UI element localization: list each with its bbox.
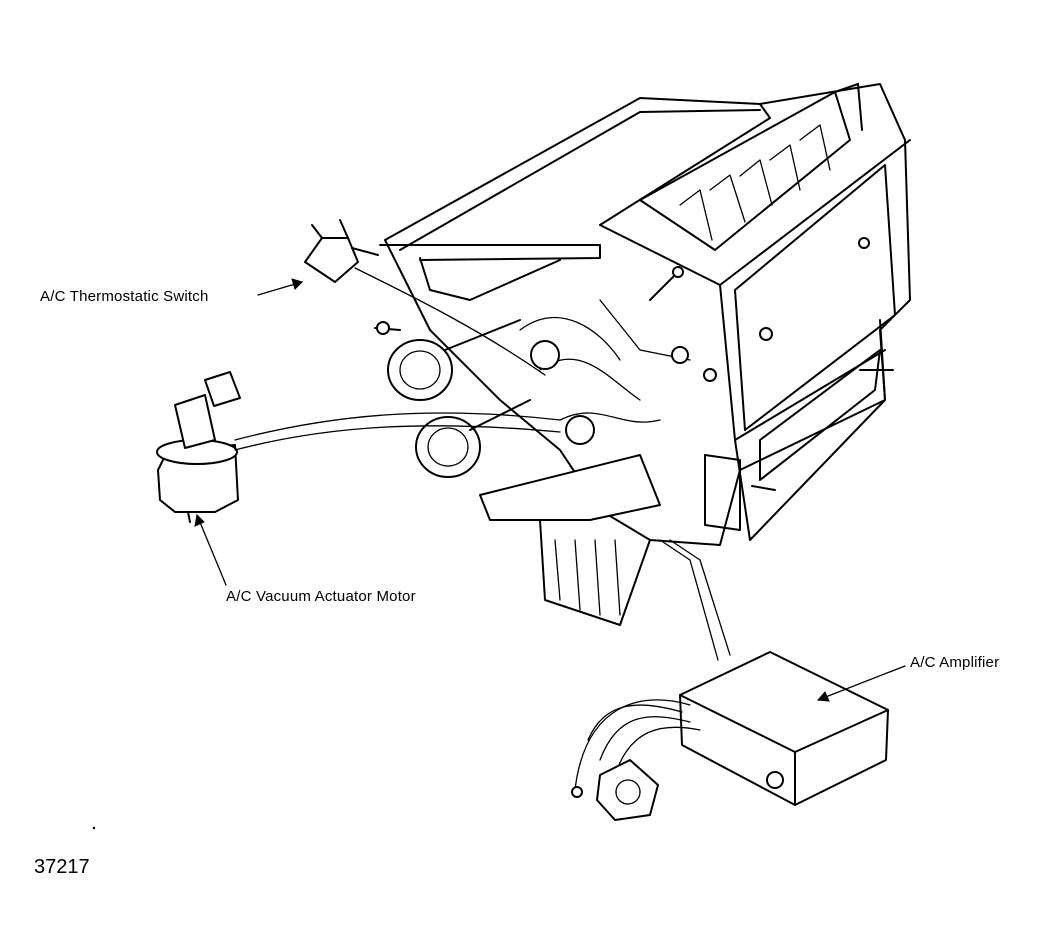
amplifier-part: [571, 539, 889, 821]
amplifier-label: A/C Amplifier: [910, 654, 1000, 671]
evaporator-case: [374, 83, 911, 626]
thermostatic-switch-part: [304, 219, 546, 376]
figure-number: 37217: [34, 856, 90, 878]
stray-mark: [92, 826, 96, 830]
amplifier-leader: [817, 665, 906, 701]
leader-lines: [194, 278, 906, 702]
vacuum-actuator-label: A/C Vacuum Actuator Motor: [226, 588, 416, 605]
vacuum-actuator-leader: [196, 514, 227, 586]
thermostatic-switch-label: A/C Thermostatic Switch: [40, 288, 209, 305]
vacuum-actuator-part: [156, 371, 561, 523]
